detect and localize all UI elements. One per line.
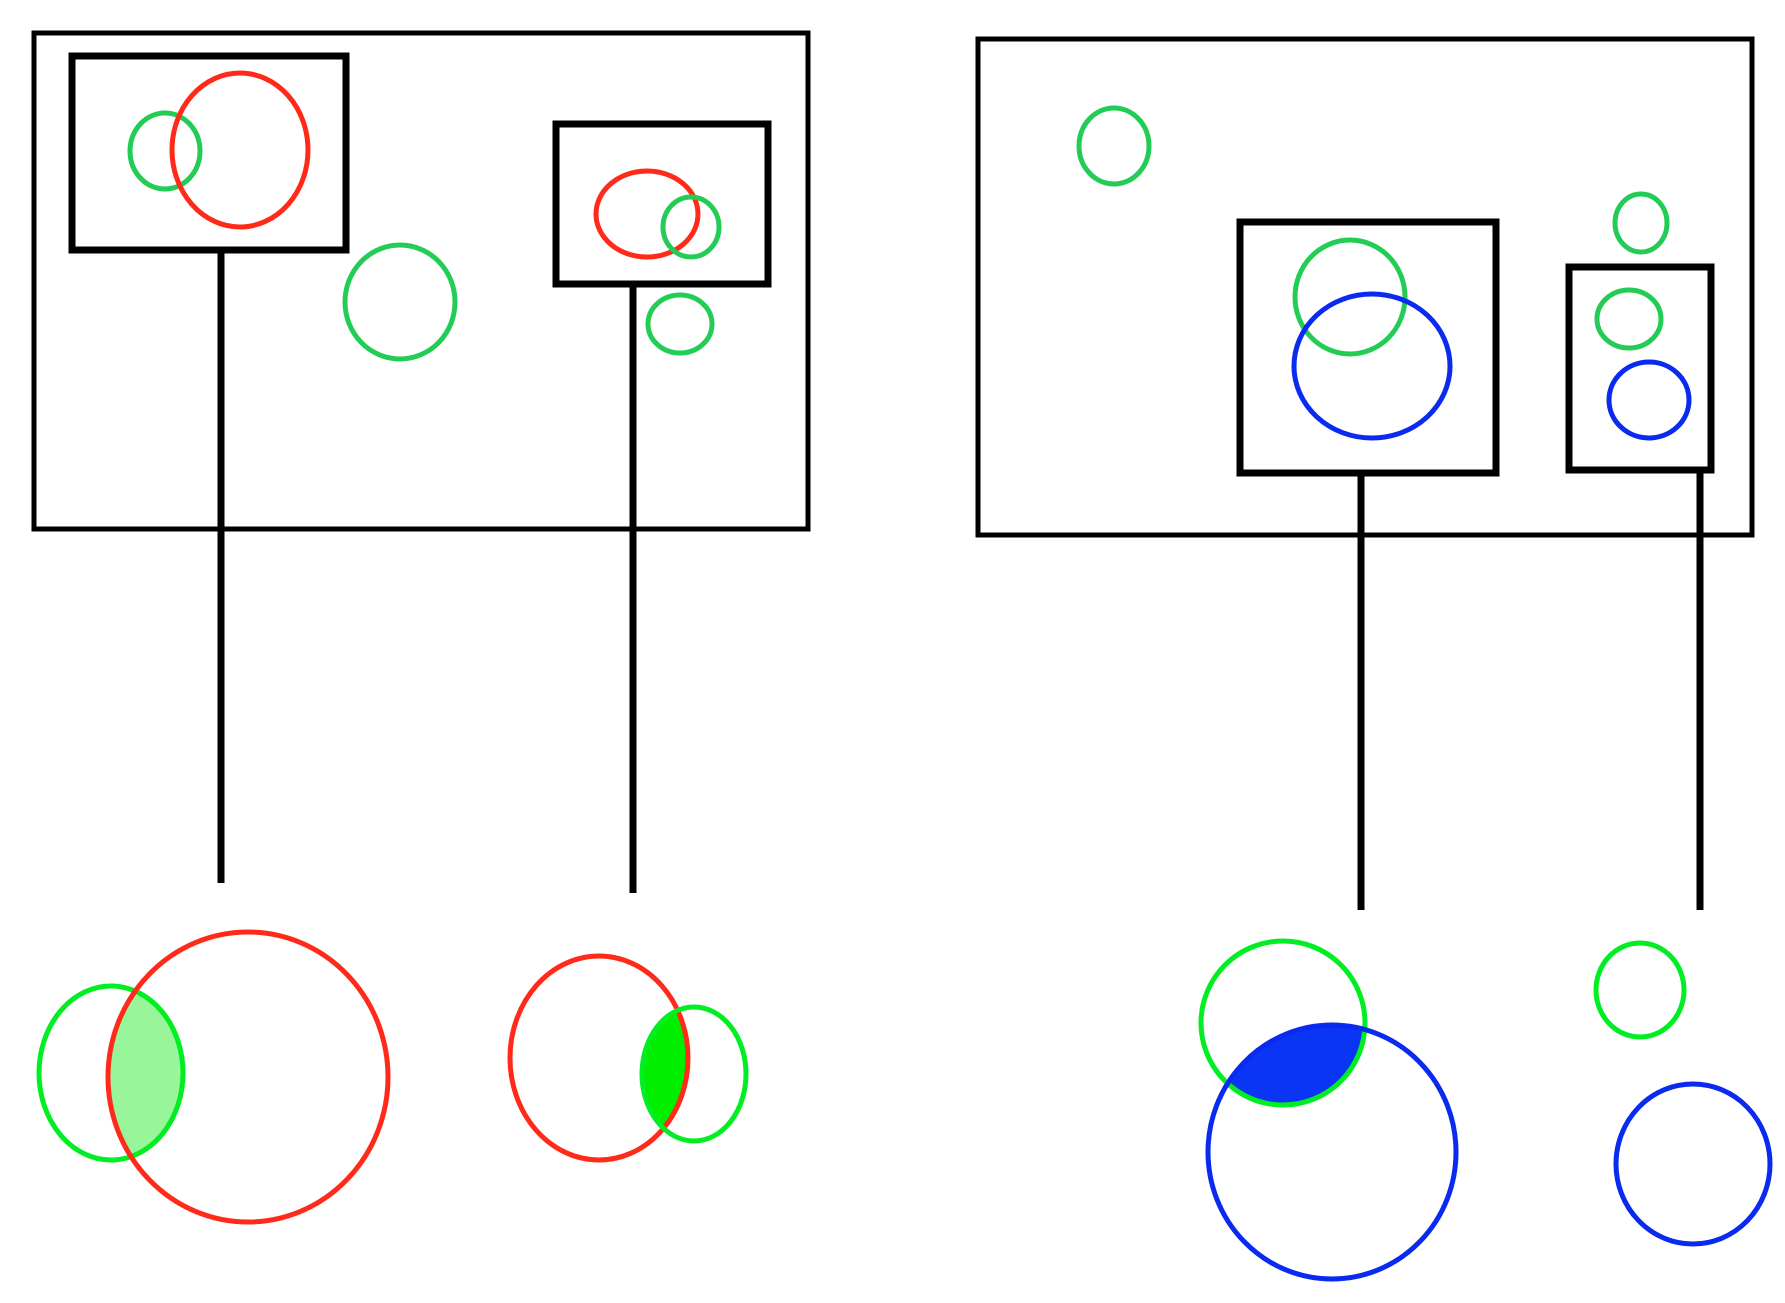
intersection-fill <box>642 1007 688 1141</box>
blue-circle-icon <box>1606 359 1692 441</box>
left-zoom-box-2 <box>552 120 772 288</box>
left-outer-frame <box>31 30 811 532</box>
green-circle-icon <box>1198 938 1368 1108</box>
callout-1 <box>36 929 391 1225</box>
green-circle-icon <box>36 983 186 1163</box>
green-circle-icon <box>660 194 722 260</box>
right-panel <box>975 36 1773 1282</box>
green-circle-icon <box>1076 105 1152 187</box>
red-circle-icon <box>169 70 311 230</box>
green-circle-icon <box>1292 237 1408 357</box>
green-circle-icon <box>127 110 203 192</box>
callout-2 <box>507 953 749 1163</box>
blue-circle-icon <box>1205 1022 1459 1282</box>
green-circle-icon <box>645 292 715 356</box>
right-zoom-box-2 <box>1565 263 1715 474</box>
callout-3 <box>1198 938 1459 1282</box>
green-circle-icon <box>1612 191 1670 255</box>
left-panel <box>31 30 811 1225</box>
green-circle-icon <box>342 242 458 362</box>
green-circle-icon <box>1594 287 1664 351</box>
right-zoom-box-1 <box>1236 218 1500 477</box>
red-circle-icon <box>593 168 701 260</box>
red-circle-icon <box>105 929 391 1225</box>
callout-4 <box>1593 940 1773 1247</box>
blue-circle-icon <box>1613 1081 1773 1247</box>
green-circle-icon <box>639 1004 749 1144</box>
right-outer-frame <box>975 36 1755 538</box>
left-zoom-box-1 <box>68 52 350 254</box>
red-circle-icon <box>507 953 691 1163</box>
green-circle-icon <box>1593 940 1687 1040</box>
intersection-fill <box>1208 1025 1365 1105</box>
blue-circle-icon <box>1291 291 1453 441</box>
intersection-fill <box>108 986 183 1160</box>
